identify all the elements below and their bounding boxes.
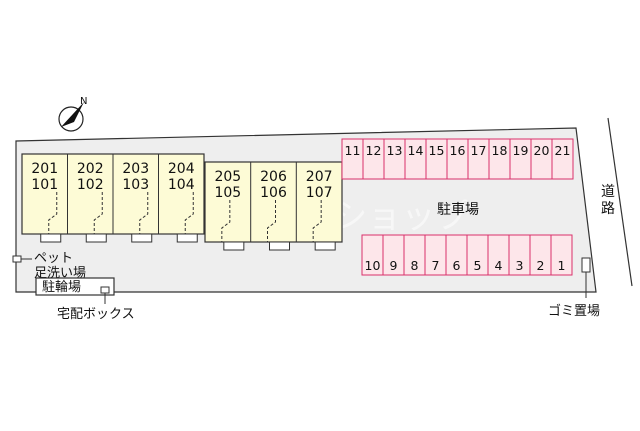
- stair-path: [139, 192, 149, 234]
- stair-path: [184, 192, 194, 234]
- entrance-step: [269, 241, 291, 251]
- road-label-char-2: 路: [601, 201, 615, 217]
- garbage-area-marker: [581, 257, 591, 273]
- parking-slot-number: 1: [558, 258, 566, 273]
- building-b-outline: [204, 161, 343, 243]
- parking-slot-number: 15: [429, 143, 445, 158]
- parking-slot-number: 2: [537, 258, 545, 273]
- road-edge-line: [607, 117, 633, 287]
- compass: N: [58, 96, 87, 132]
- parking-slot-number: 18: [492, 143, 508, 158]
- parking-slot-number: 17: [471, 143, 487, 158]
- parking-slot-number: 16: [450, 143, 466, 158]
- stair-path: [221, 200, 231, 242]
- parking-slot-number: 4: [495, 258, 503, 273]
- parking-slot-number: 8: [411, 258, 419, 273]
- parking-slot-number: 20: [534, 143, 550, 158]
- bicycle-parking-box: [35, 277, 115, 296]
- unit-number-lower: 106: [260, 185, 287, 201]
- stair-path: [267, 200, 277, 242]
- parking-slot-number: 3: [516, 258, 524, 273]
- unit-number-upper: 206: [260, 169, 287, 185]
- entrance-step: [314, 241, 336, 251]
- parking-slot: [551, 138, 574, 180]
- entrance-step: [176, 233, 198, 243]
- compass-arrow: [61, 102, 84, 127]
- entrance-step: [223, 241, 245, 251]
- unit-number-upper: 201: [31, 161, 58, 177]
- delivery-box-label: 宅配ボックス: [57, 307, 135, 322]
- unit-number-lower: 102: [77, 177, 104, 193]
- unit-number-lower: 107: [306, 185, 333, 201]
- parking-row-top: 11 12 13 14 15 16 17 18 19 20 21: [341, 138, 574, 180]
- stair-path: [312, 200, 322, 242]
- pet-wash-marker: [12, 255, 22, 263]
- parking-slot-number: 11: [345, 143, 361, 158]
- parking-label: 駐車場: [437, 201, 479, 218]
- parking-slot-number: 14: [408, 143, 424, 158]
- parking-slot-number: 19: [513, 143, 529, 158]
- compass-north-label: N: [80, 96, 87, 107]
- parking-slot-number: 5: [474, 258, 482, 273]
- pet-wash-label-line2: 足洗い場: [34, 266, 86, 281]
- stair-path: [93, 192, 103, 234]
- parking-slot-number: 21: [555, 143, 571, 158]
- parking-slot-number: 13: [387, 143, 403, 158]
- unit-number-upper: 204: [168, 161, 195, 177]
- parking-slot-number: 6: [453, 258, 461, 273]
- parking-slot-number: 10: [365, 258, 381, 273]
- parking-slot-number: 7: [432, 258, 440, 273]
- stair-path: [48, 192, 58, 234]
- entrance-step: [85, 233, 107, 243]
- parking-slot: [550, 234, 573, 276]
- unit-number-upper: 203: [122, 161, 149, 177]
- entrance-step: [40, 233, 62, 243]
- garbage-area-label: ゴミ置場: [548, 303, 600, 319]
- unit-number-lower: 105: [214, 185, 241, 201]
- delivery-box-marker: [100, 286, 110, 294]
- road-label-char-1: 道: [601, 184, 615, 200]
- parking-slot-number: 9: [390, 258, 398, 273]
- unit-number-lower: 101: [31, 177, 58, 193]
- unit-number-lower: 104: [168, 177, 195, 193]
- parking-slot-number: 12: [366, 143, 382, 158]
- unit-number-upper: 205: [214, 169, 241, 185]
- unit-number-upper: 202: [77, 161, 104, 177]
- unit-number-upper: 207: [306, 169, 333, 185]
- unit-number-lower: 103: [122, 177, 149, 193]
- bicycle-parking-label: 駐輪場: [42, 279, 81, 295]
- entrance-step: [131, 233, 153, 243]
- pet-wash-label-line1: ペット: [34, 251, 73, 266]
